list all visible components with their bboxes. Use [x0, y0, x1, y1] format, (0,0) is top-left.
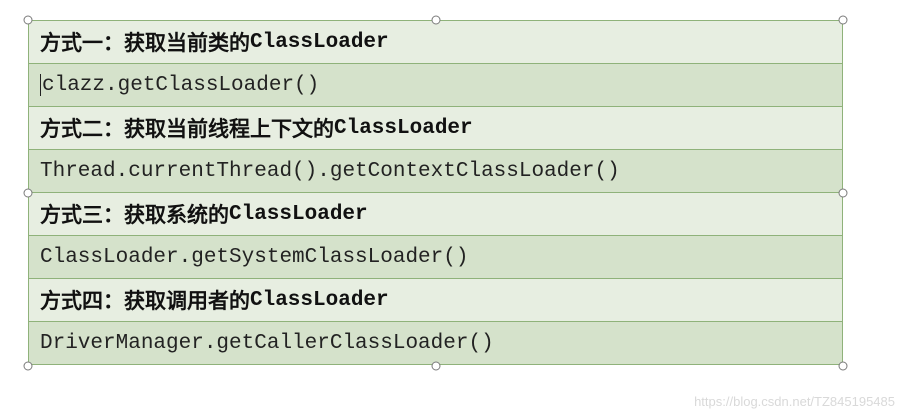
resize-handle-top-right[interactable] [838, 15, 848, 25]
heading-mono-2: ClassLoader [334, 116, 473, 140]
resize-handle-bottom-center[interactable] [431, 361, 441, 371]
resize-handle-middle-left[interactable] [23, 188, 33, 198]
heading-text-3: 方式三：获取系统的 [40, 202, 229, 227]
heading-text-4: 方式四：获取调用者的 [40, 288, 250, 313]
heading-text-2: 方式二：获取当前线程上下文的 [40, 116, 334, 141]
resize-handle-middle-right[interactable] [838, 188, 848, 198]
code-row-3[interactable]: ClassLoader.getSystemClassLoader() [29, 236, 842, 279]
resize-handle-top-center[interactable] [431, 15, 441, 25]
code-row-1[interactable]: clazz.getClassLoader() [29, 64, 842, 107]
code-text-2[interactable]: Thread.currentThread().getContextClassLo… [40, 159, 620, 183]
watermark-text: https://blog.csdn.net/TZ845195485 [694, 394, 895, 409]
resize-handle-bottom-right[interactable] [838, 361, 848, 371]
code-text-1[interactable]: clazz.getClassLoader() [42, 73, 320, 97]
code-text-3[interactable]: ClassLoader.getSystemClassLoader() [40, 245, 469, 269]
resize-handle-top-left[interactable] [23, 15, 33, 25]
text-cursor [40, 74, 41, 96]
code-text-4[interactable]: DriverManager.getCallerClassLoader() [40, 331, 494, 355]
heading-mono-1: ClassLoader [250, 30, 389, 54]
heading-mono-3: ClassLoader [229, 202, 368, 226]
code-row-4[interactable]: DriverManager.getCallerClassLoader() [29, 322, 842, 364]
heading-text-1: 方式一：获取当前类的 [40, 30, 250, 55]
code-row-2[interactable]: Thread.currentThread().getContextClassLo… [29, 150, 842, 193]
heading-mono-4: ClassLoader [250, 288, 389, 312]
resize-handle-bottom-left[interactable] [23, 361, 33, 371]
